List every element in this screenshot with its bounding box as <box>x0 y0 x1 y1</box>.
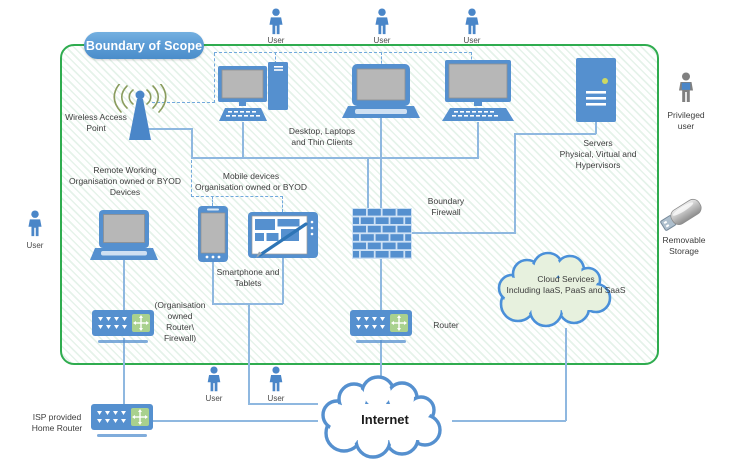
organisation-router-label: (Organisation owned Router\ Firewall) <box>154 300 206 344</box>
line-server-down <box>595 120 597 134</box>
smartphone-icon <box>198 206 228 262</box>
user-label: User <box>373 36 391 45</box>
line-mobile-to-internet <box>248 403 318 405</box>
line-lan-bus <box>191 157 479 159</box>
privileged-user-icon <box>675 72 697 104</box>
removable-storage-label: Removable Storage <box>662 235 706 257</box>
line-server-left <box>514 133 596 135</box>
dashed-line-corner-up <box>214 53 215 103</box>
line-server-vertical <box>514 133 516 234</box>
router-icon <box>350 310 412 346</box>
line-isprouter-to-internet <box>152 420 318 422</box>
line-mobile-join <box>212 303 283 305</box>
organisation-router-icon <box>92 310 154 346</box>
dashed-line-wap-to-mobile <box>191 160 192 197</box>
router-label: Router <box>433 320 459 330</box>
internet-cloud-icon <box>306 372 458 467</box>
line-smartphone-down <box>212 260 214 304</box>
wap-label: Wireless Access Point <box>65 112 127 134</box>
line-bus-to-firewall <box>367 157 369 209</box>
server-icon <box>576 58 616 122</box>
remote-working-label: Remote Working Organisation owned or BYO… <box>69 165 181 198</box>
thin-client-icon <box>440 60 516 124</box>
line-desktop-drop <box>242 122 244 158</box>
line-internet-to-cloudservices <box>452 420 566 422</box>
line-firewall-right <box>411 232 515 234</box>
user-label: User <box>26 241 44 250</box>
line-laptop-to-orgrouter <box>123 260 125 312</box>
boundary-of-scope-badge: Boundary of Scope <box>84 32 204 59</box>
servers-label: Servers Physical, Virtual and Hypervisor… <box>559 138 637 171</box>
boundary-firewall-label: Boundary Firewall <box>427 196 465 218</box>
mobile-devices-label: Mobile devices Organisation owned or BYO… <box>195 171 307 193</box>
dashed-line-wap-to-corner <box>152 102 215 103</box>
smartphone-tablets-label: Smartphone and Tablets <box>216 267 280 289</box>
dashed-line-top-bus <box>214 52 472 53</box>
laptop-icon <box>342 64 420 120</box>
usb-stick-icon <box>656 194 708 236</box>
isp-home-router-icon <box>91 404 153 440</box>
line-router-to-internet <box>380 340 382 378</box>
dashed-mobile-bus <box>191 196 283 197</box>
line-cloudservices-down <box>565 328 567 421</box>
line-firewall-to-router <box>380 258 382 312</box>
dashed-drop-laptop <box>381 52 382 68</box>
line-thinclient-drop <box>477 122 479 158</box>
internet-label: Internet <box>361 412 409 427</box>
isp-router-label: ISP provided Home Router <box>31 412 83 434</box>
user-icon <box>24 210 46 238</box>
remote-laptop-icon <box>90 210 158 262</box>
desktops-label: Desktop, Laptops and Thin Clients <box>288 126 356 148</box>
line-tablet-down <box>282 258 284 304</box>
user-label: User <box>463 36 481 45</box>
firewall-icon <box>352 208 412 259</box>
dashed-drop-smartphone <box>212 196 213 206</box>
cloud-services-label: Cloud Services Including IaaS, PaaS and … <box>506 274 626 296</box>
user-icon <box>265 366 287 393</box>
tablet-icon <box>248 212 318 262</box>
line-wap-horizontal <box>147 128 192 130</box>
user-label: User <box>205 394 223 403</box>
user-icon <box>461 8 483 36</box>
line-laptop-drop <box>380 118 382 209</box>
user-icon <box>371 8 393 36</box>
dashed-drop-tablet <box>282 196 283 212</box>
wireless-access-point-icon <box>106 81 174 142</box>
line-wap-down <box>191 128 193 158</box>
privileged-user-label: Privileged user <box>667 110 705 132</box>
user-label: User <box>267 394 285 403</box>
dashed-drop-desktop <box>275 52 276 64</box>
user-icon <box>203 366 225 393</box>
line-orgrouter-to-isprouter <box>123 338 125 406</box>
desktop-pc-icon <box>218 60 294 124</box>
user-label: User <box>267 36 285 45</box>
line-mobile-vertical <box>248 303 250 404</box>
dashed-drop-thinclient <box>471 52 472 64</box>
cloud-services-icon <box>482 246 648 334</box>
user-icon <box>265 8 287 36</box>
